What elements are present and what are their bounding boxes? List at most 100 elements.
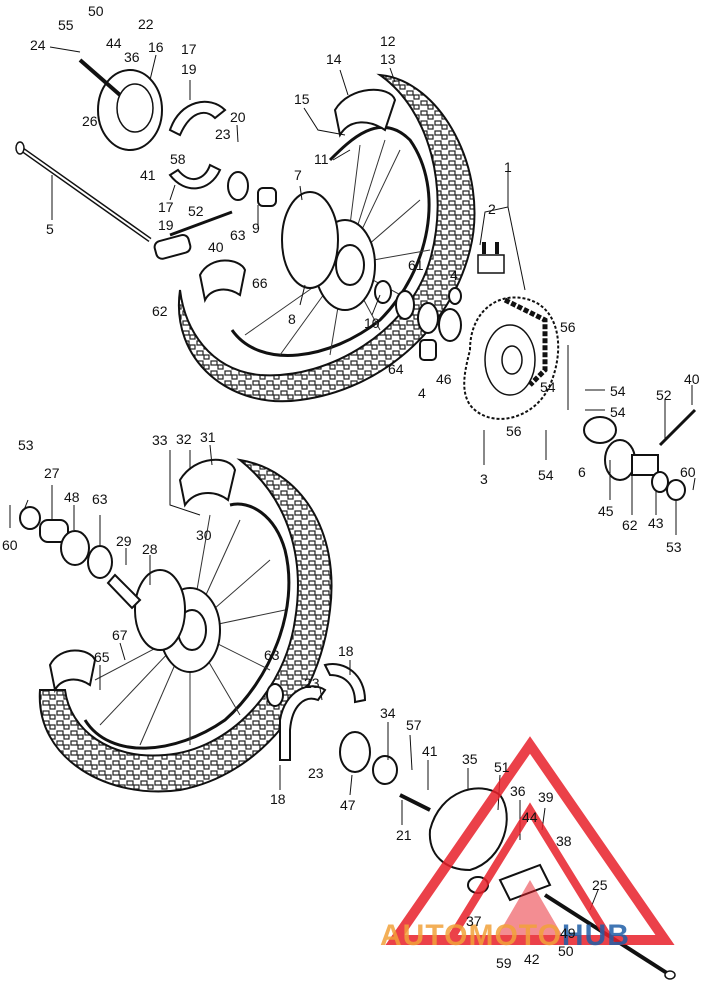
callout-40-b: 40 (684, 371, 700, 387)
callout-45: 45 (598, 503, 614, 519)
rear-disc-flange (281, 191, 339, 289)
front-tube-cut (178, 458, 237, 508)
callout-56-b: 56 (506, 423, 522, 439)
callout-21: 21 (396, 827, 412, 843)
callout-4-b: 4 (418, 385, 426, 401)
callout-38: 38 (556, 833, 572, 849)
front-disc-flange (134, 569, 186, 651)
chain-joint (477, 242, 505, 274)
callout-56: 56 (560, 319, 576, 335)
callout-49: 49 (560, 925, 576, 941)
callout-19-b: 19 (158, 217, 174, 233)
callout-23-c: 23 (308, 765, 324, 781)
rear-bearings (227, 171, 462, 361)
callout-31: 31 (200, 429, 216, 445)
callout-2: 2 (488, 201, 496, 217)
callout-11: 11 (314, 151, 329, 167)
callout-13: 13 (380, 51, 396, 67)
callout-54-b: 54 (610, 383, 626, 399)
front-brake-shoes (266, 663, 367, 761)
callout-26: 26 (82, 113, 98, 129)
callout-53-b: 53 (18, 437, 34, 453)
callout-33: 33 (152, 432, 168, 448)
callout-63-b: 63 (92, 491, 108, 507)
callout-65: 65 (94, 649, 110, 665)
callout-37: 37 (466, 913, 482, 929)
callout-54-c: 54 (610, 404, 626, 420)
callout-3: 3 (480, 471, 488, 487)
callout-17-b: 17 (158, 199, 174, 215)
front-tire (38, 458, 333, 793)
rear-sprocket (463, 296, 560, 420)
callout-35: 35 (462, 751, 478, 767)
front-tire-cut (48, 649, 97, 694)
callout-64: 64 (388, 361, 404, 377)
watermark-brand-right: HUB (561, 919, 630, 952)
callout-58: 58 (170, 151, 186, 167)
callout-27: 27 (44, 465, 60, 481)
rear-wheel (177, 73, 476, 403)
watermark-brand-left: AUTOMO (380, 919, 519, 952)
callout-5: 5 (46, 221, 54, 237)
callout-41-b: 41 (422, 743, 438, 759)
callout-50-b: 50 (558, 943, 574, 959)
callout-19: 19 (181, 61, 197, 77)
callout-43: 43 (648, 515, 664, 531)
callout-53: 53 (666, 539, 682, 555)
callout-44-b: 44 (522, 809, 538, 825)
callout-23-b: 23 (304, 675, 320, 691)
callout-44: 44 (106, 35, 122, 51)
callout-41: 41 (140, 167, 156, 183)
callout-48: 48 (64, 489, 80, 505)
callout-47: 47 (340, 797, 356, 813)
callout-18-b: 18 (270, 791, 286, 807)
callout-22: 22 (138, 16, 154, 32)
callout-54: 54 (540, 379, 556, 395)
callout-7: 7 (294, 167, 302, 183)
callout-32: 32 (176, 431, 192, 447)
callout-52: 52 (188, 203, 204, 219)
callout-4: 4 (450, 267, 458, 283)
callout-20: 20 (230, 109, 246, 125)
callout-17: 17 (181, 41, 197, 57)
callout-50: 50 (88, 3, 104, 19)
rear-axle (15, 141, 152, 243)
callout-34: 34 (380, 705, 396, 721)
callout-54-d: 54 (538, 467, 554, 483)
callout-62-b: 62 (622, 517, 638, 533)
rear-tube-cut (333, 88, 397, 138)
callout-25: 25 (592, 877, 608, 893)
callout-60-b: 60 (2, 537, 18, 553)
callout-66: 66 (252, 275, 268, 291)
callout-36: 36 (124, 49, 140, 65)
callout-57: 57 (406, 717, 422, 733)
callout-55: 55 (58, 17, 74, 33)
callout-15: 15 (294, 91, 310, 107)
callout-23: 23 (215, 126, 231, 142)
watermark-brand: AUTOMOTOHUB (380, 920, 630, 952)
callout-24: 24 (30, 37, 46, 53)
callout-8: 8 (288, 311, 296, 327)
rear-rim (230, 125, 431, 357)
callout-18: 18 (338, 643, 354, 659)
rear-brake-panel (78, 58, 163, 151)
callout-29: 29 (116, 533, 132, 549)
callout-16: 16 (148, 39, 164, 55)
front-left-bearings (19, 506, 142, 610)
watermark-brand-mid: TO (518, 919, 562, 952)
callout-12: 12 (380, 33, 396, 49)
callout-40: 40 (208, 239, 224, 255)
leader-lines (9, 46, 696, 911)
callout-51: 51 (494, 759, 510, 775)
callout-63: 63 (230, 227, 246, 243)
callout-1: 1 (504, 159, 512, 175)
callout-39: 39 (538, 789, 554, 805)
callout-60: 60 (680, 464, 696, 480)
callout-59: 59 (496, 955, 512, 971)
callout-14: 14 (326, 51, 342, 67)
callout-42: 42 (524, 951, 540, 967)
rear-tire (177, 73, 476, 403)
callout-30: 30 (196, 527, 212, 543)
